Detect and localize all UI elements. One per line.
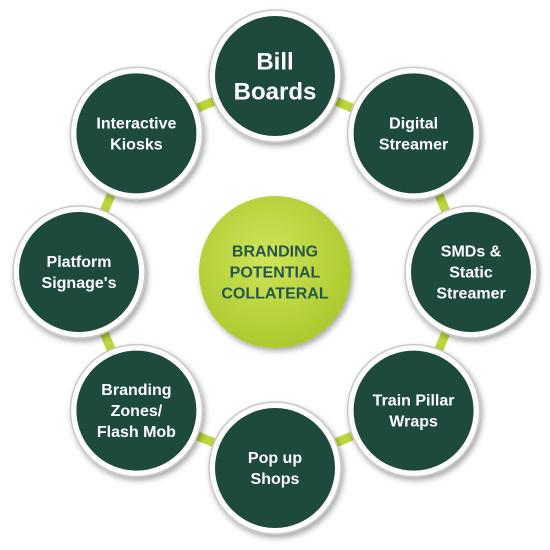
node-label-line: Flash Mob [97, 424, 176, 441]
node-circle [215, 16, 335, 136]
node-circle [76, 350, 197, 471]
node-label-line: Static [449, 265, 493, 282]
node-circle [215, 408, 335, 528]
node-circle [76, 73, 197, 194]
node-label-line: Wraps [389, 414, 438, 431]
center-label-line: POTENTIAL [230, 265, 321, 282]
node-circle [353, 350, 474, 471]
node-label-line: Platform [47, 254, 112, 271]
node-label-line: Interactive [96, 116, 176, 133]
node-label-line: Digital [389, 116, 438, 133]
node-label-line: Pop up [248, 450, 302, 467]
node-label-line: Signage's [42, 275, 117, 292]
center-hub: BRANDING POTENTIAL COLLATERAL [199, 196, 351, 348]
center-label-line: COLLATERAL [221, 286, 328, 303]
node-circle [353, 73, 474, 194]
center-circle [199, 196, 351, 348]
node-label-line: Streamer [436, 286, 505, 303]
center-label-line: BRANDING [232, 244, 318, 261]
node-label-line: Streamer [379, 137, 448, 154]
node-pop-up-shops: Pop up Shops [208, 401, 342, 535]
node-label-line: Kiosks [110, 137, 163, 154]
node-label-line: Boards [234, 78, 317, 105]
node-label-line: Shops [251, 471, 300, 488]
node-label-line: Train Pillar [373, 393, 455, 410]
node-label-line: Branding [101, 382, 171, 399]
node-circle [19, 212, 139, 332]
node-label-line: Bill [256, 48, 293, 75]
node-label-line: Zones/ [111, 403, 163, 420]
node-label-line: SMDs & [441, 244, 502, 261]
node-circle [411, 212, 531, 332]
